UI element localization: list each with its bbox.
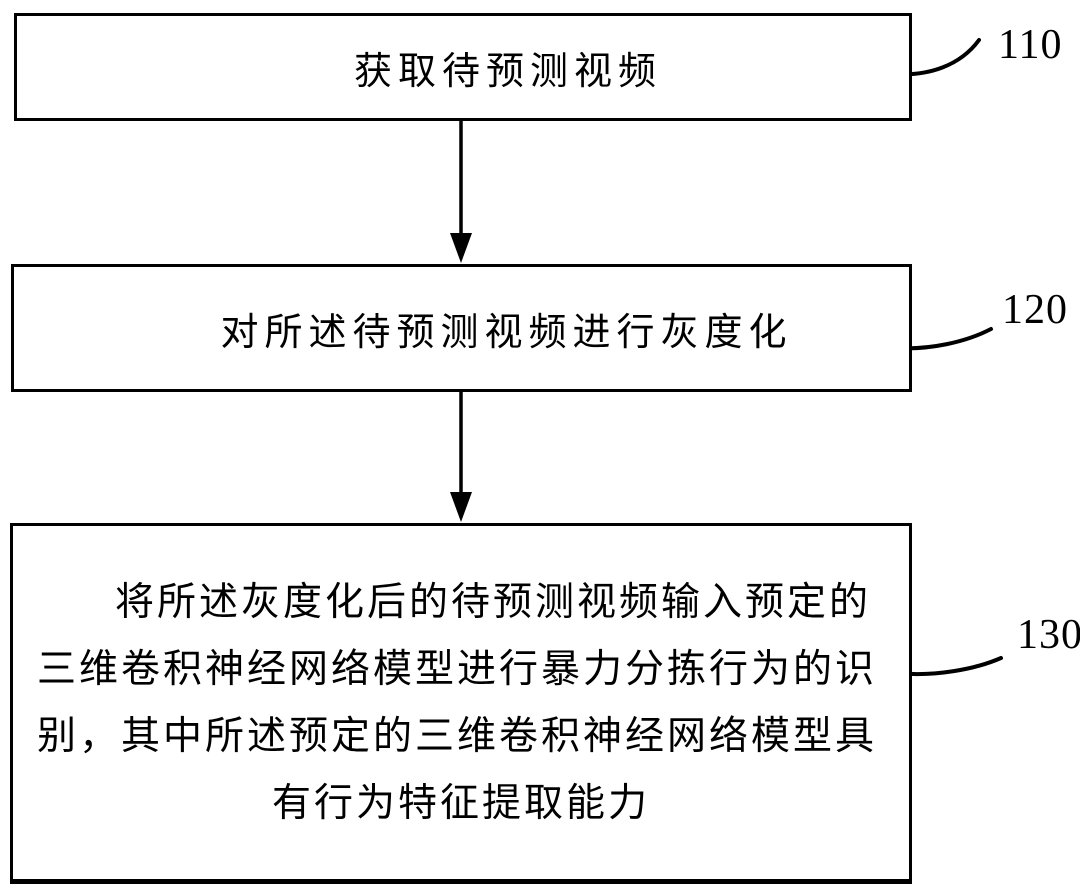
flow-step-130-label-line-1: 将所述灰度化后的待预测视频输入预定的 — [115, 580, 872, 624]
flow-step-130-label-line-3: 别，其中所述预定的三维卷积神经网络模型具 — [37, 714, 878, 758]
flow-step-130-box: 将所述灰度化后的待预测视频输入预定的 三维卷积神经网络模型进行暴力分拣行为的识 … — [10, 523, 912, 884]
flow-step-130-label-line-2: 三维卷积神经网络模型进行暴力分拣行为的识 — [37, 647, 878, 691]
ref-label-110: 110 — [998, 22, 1063, 68]
flow-step-120-box: 对所述待预测视频进行灰度化 — [11, 264, 912, 392]
flow-step-130-label-line-4: 有行为特征提取能力 — [271, 781, 650, 825]
flow-step-110-label: 获取待预测视频 — [353, 50, 662, 93]
arrow-110-120-head-icon — [450, 233, 472, 263]
ref-label-130: 130 — [1017, 612, 1080, 658]
flow-step-110-box: 获取待预测视频 — [14, 13, 912, 121]
arrow-120-130-head-icon — [450, 492, 472, 522]
ref-label-120: 120 — [1002, 287, 1068, 333]
flow-step-120-label: 对所述待预测视频进行灰度化 — [220, 311, 793, 354]
